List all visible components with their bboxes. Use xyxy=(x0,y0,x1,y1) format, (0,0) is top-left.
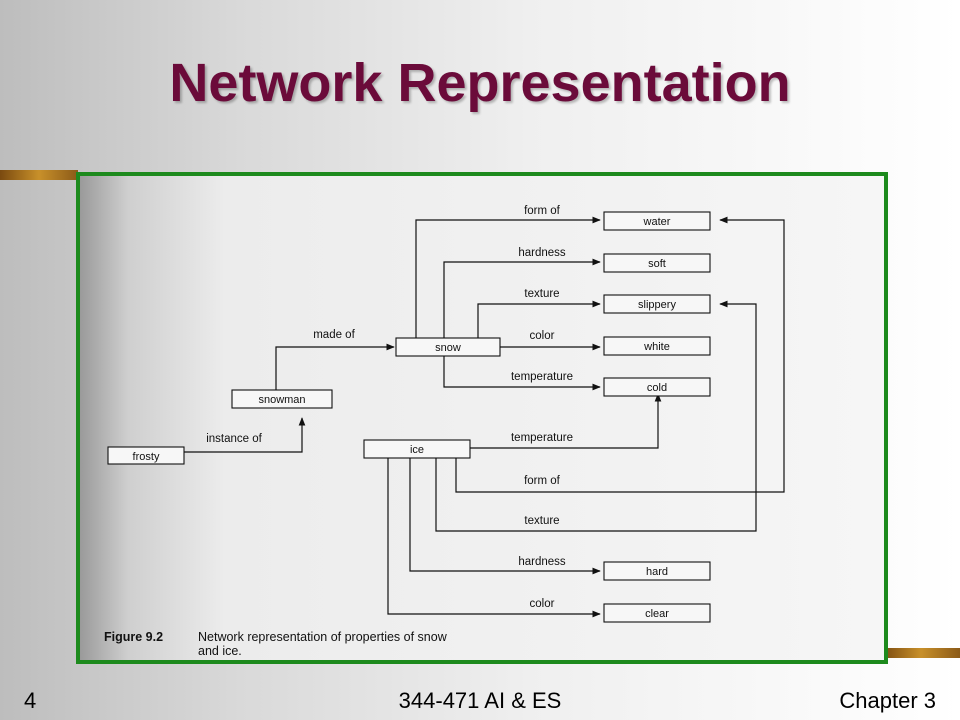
node-slippery: slippery xyxy=(638,299,676,311)
node-cold-box xyxy=(603,377,711,397)
edge-snow-form-of xyxy=(415,216,601,338)
course-code: 344-471 AI & ES xyxy=(398,688,562,713)
label-ice-form-of: form of xyxy=(524,475,561,487)
edge-snow-hardness xyxy=(443,258,601,338)
node-snowman: snowman xyxy=(258,394,305,406)
label-instance-of: instance of xyxy=(206,433,262,445)
label-snow-texture: texture xyxy=(524,288,559,300)
label-snow-color: color xyxy=(530,330,555,342)
label-snow-form-of: form of xyxy=(524,205,561,217)
node-snowman-box xyxy=(231,389,333,409)
label-snow-hardness: hardness xyxy=(518,247,566,259)
decorative-band-left xyxy=(0,170,78,180)
node-cold: cold xyxy=(647,382,667,394)
edge-ice-form-of xyxy=(455,216,785,493)
edges xyxy=(183,216,785,618)
node-white: white xyxy=(643,341,670,353)
scan-background xyxy=(80,176,884,660)
edge-ice-texture xyxy=(435,300,757,532)
node-frosty-box xyxy=(107,446,185,465)
node-ice: ice xyxy=(410,444,424,456)
node-clear-box xyxy=(603,603,711,623)
figure-caption: Figure 9.2 Network representation of pro… xyxy=(104,630,448,658)
caption-line-2: and ice. xyxy=(198,644,242,658)
figure-frame: frosty snowman snow ice water soft slipp… xyxy=(76,172,888,664)
node-ice-box xyxy=(363,439,471,459)
label-snow-temperature: temperature xyxy=(511,371,573,383)
node-snow: snow xyxy=(435,342,461,354)
label-ice-texture: texture xyxy=(524,515,559,527)
decorative-band-right xyxy=(882,648,960,658)
edge-ice-color xyxy=(387,456,601,618)
edge-snow-temperature xyxy=(443,356,601,391)
caption-figure-number: Figure 9.2 xyxy=(104,630,163,644)
node-hard-box xyxy=(603,561,711,581)
node-frosty: frosty xyxy=(133,451,160,463)
edge-instance-of xyxy=(183,417,306,453)
chapter-label: Chapter 3 xyxy=(839,688,936,713)
caption-line-1: Network representation of properties of … xyxy=(198,630,448,644)
node-clear: clear xyxy=(645,608,669,620)
edge-snow-texture xyxy=(477,300,601,338)
label-ice-color: color xyxy=(530,598,555,610)
edge-ice-temperature xyxy=(460,393,662,449)
node-white-box xyxy=(603,336,711,356)
slide-number: 4 xyxy=(24,688,37,713)
node-soft-box xyxy=(603,253,711,273)
slide-title: Network Representation xyxy=(169,53,791,113)
edge-made-of xyxy=(275,343,395,390)
node-slippery-box xyxy=(603,294,711,314)
node-snow-box xyxy=(395,337,501,357)
edge-ice-hardness xyxy=(409,456,601,575)
network-diagram: frosty snowman snow ice water soft slipp… xyxy=(80,176,884,660)
label-ice-temperature: temperature xyxy=(511,432,573,444)
edge-labels: instance of made of form of hardness tex… xyxy=(206,205,573,610)
node-labels: frosty snowman snow ice water soft slipp… xyxy=(133,216,677,620)
node-water: water xyxy=(643,216,671,228)
label-ice-hardness: hardness xyxy=(518,556,566,568)
node-water-box xyxy=(603,211,711,231)
node-soft: soft xyxy=(648,258,666,270)
node-hard: hard xyxy=(646,566,668,578)
label-made-of: made of xyxy=(313,329,355,341)
node-boxes xyxy=(107,211,711,623)
